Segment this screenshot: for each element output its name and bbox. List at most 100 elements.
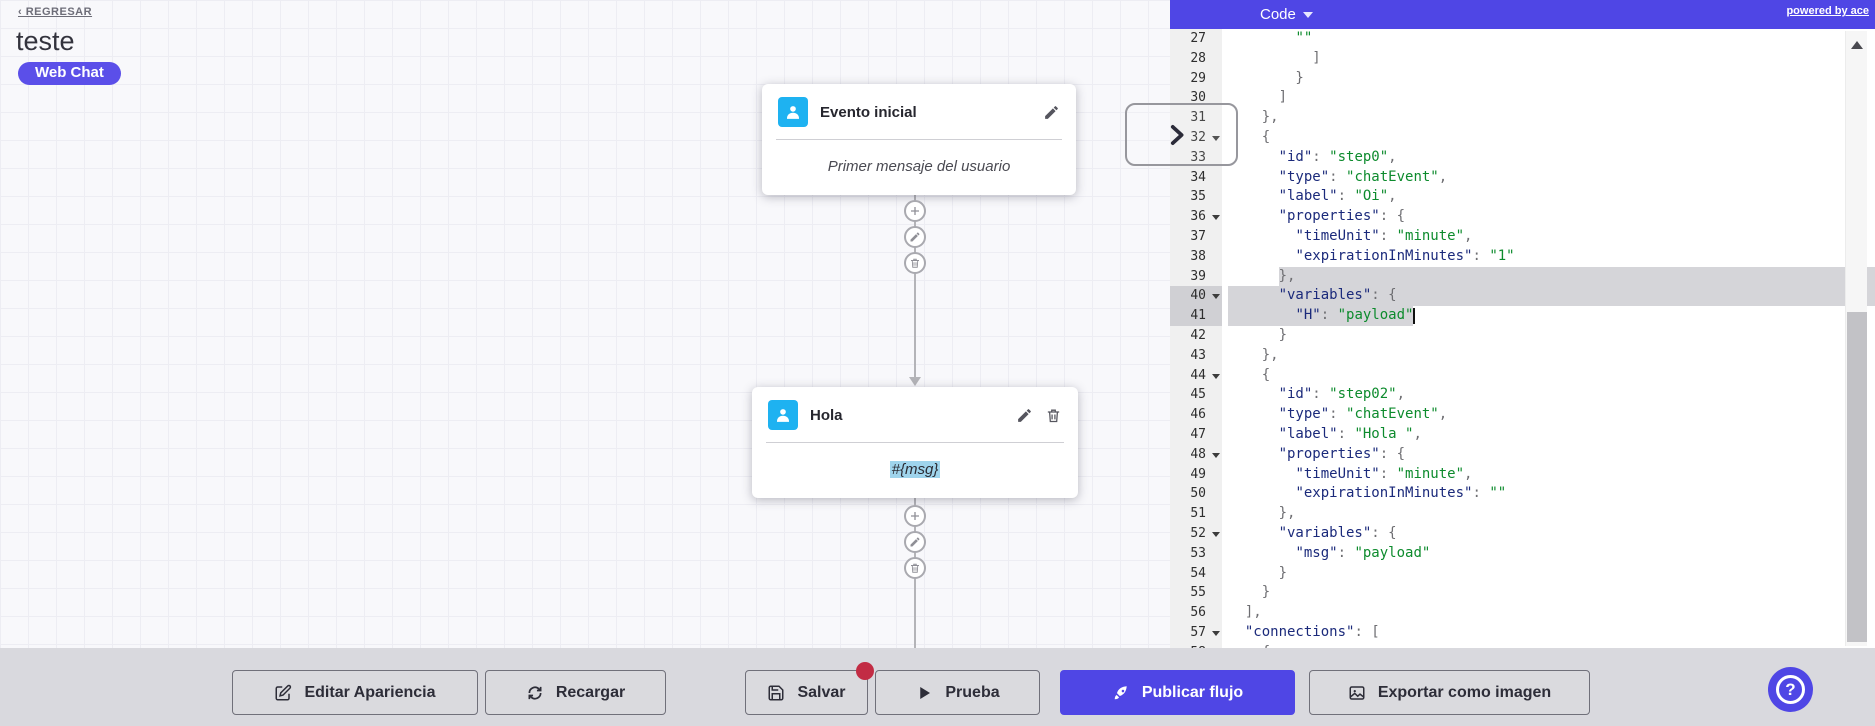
gutter-line-number[interactable]: 38 xyxy=(1190,248,1206,264)
gutter-line-number[interactable]: 42 xyxy=(1190,327,1206,343)
scrollbar-thumb[interactable] xyxy=(1847,312,1867,642)
code-line[interactable]: ] xyxy=(1228,89,1288,106)
code-line[interactable]: "timeUnit": "minute", xyxy=(1295,465,1473,482)
gutter-line-number[interactable]: 35 xyxy=(1190,189,1206,205)
code-line[interactable]: "label": "Hola ", xyxy=(1278,425,1422,442)
save-button[interactable]: Salvar xyxy=(745,670,868,715)
add-step-button[interactable] xyxy=(904,200,926,222)
code-mode-dropdown[interactable]: Code xyxy=(1260,6,1313,23)
gutter-line-number[interactable]: 34 xyxy=(1190,169,1206,185)
gutter-line-number[interactable]: 29 xyxy=(1190,70,1206,86)
flow-node-evento-inicial[interactable]: Evento inicial Primer mensaje del usuari… xyxy=(762,84,1076,195)
gutter-line-number[interactable]: 50 xyxy=(1190,486,1206,502)
gutter-line-number[interactable]: 49 xyxy=(1190,466,1206,482)
delete-node-icon[interactable] xyxy=(1045,407,1062,424)
code-line[interactable]: } xyxy=(1228,69,1304,86)
fold-toggle-icon[interactable] xyxy=(1212,630,1220,636)
gutter-line-number[interactable]: 51 xyxy=(1190,506,1206,522)
gutter-line-number[interactable]: 27 xyxy=(1190,31,1206,46)
gutter-line-number[interactable]: 52 xyxy=(1170,524,1222,544)
code-line[interactable]: }, xyxy=(1228,109,1279,126)
gutter-line-number[interactable]: 39 xyxy=(1190,268,1206,284)
code-line[interactable]: } xyxy=(1228,584,1271,601)
code-line[interactable]: } xyxy=(1228,326,1288,343)
collapse-editor-button[interactable] xyxy=(1125,103,1238,166)
code-line[interactable]: "id": "step02", xyxy=(1278,386,1406,403)
gutter-line-number[interactable]: 45 xyxy=(1190,387,1206,403)
code-line[interactable]: "variables": { xyxy=(1278,524,1397,541)
gutter-line-number[interactable]: 58 xyxy=(1170,643,1222,648)
code-lines[interactable]: "" ] } ] }, { "id": "step0", "type": "ch… xyxy=(1222,29,1875,648)
gutter-line-number[interactable]: 56 xyxy=(1190,605,1206,621)
fold-toggle-icon[interactable] xyxy=(1212,215,1220,221)
gutter-line-number[interactable]: 43 xyxy=(1190,347,1206,363)
code-line[interactable]: "properties": { xyxy=(1278,208,1406,225)
gutter-line-number[interactable]: 57 xyxy=(1170,623,1222,643)
powered-by-ace-link[interactable]: powered by ace xyxy=(1786,5,1869,17)
gutter-line-number[interactable]: 36 xyxy=(1170,207,1222,227)
test-button[interactable]: Prueba xyxy=(875,670,1040,715)
gutter-line-number[interactable]: 32 xyxy=(1170,128,1222,148)
flow-canvas[interactable]: ‹ REGRESAR teste Web Chat Evento inicial… xyxy=(0,0,1170,648)
edit-appearance-button[interactable]: Editar Apariencia xyxy=(232,670,478,715)
gutter-line-number[interactable]: 33 xyxy=(1190,149,1206,165)
add-step-button[interactable] xyxy=(904,505,926,527)
gutter-line-number[interactable]: 55 xyxy=(1190,585,1206,601)
code-line[interactable]: { xyxy=(1228,128,1271,145)
gutter-line-number[interactable]: 40 xyxy=(1170,286,1222,307)
code-line[interactable]: "" xyxy=(1295,30,1313,46)
code-line[interactable]: "timeUnit": "minute", xyxy=(1295,227,1473,244)
code-line[interactable]: "properties": { xyxy=(1278,445,1406,462)
gutter-line-number[interactable]: 30 xyxy=(1190,90,1206,106)
help-button[interactable]: ? xyxy=(1768,667,1813,712)
fold-toggle-icon[interactable] xyxy=(1212,531,1220,537)
code-line[interactable]: ], xyxy=(1228,604,1262,621)
code-line[interactable]: "id": "step0", xyxy=(1278,148,1397,165)
editor-scrollbar[interactable] xyxy=(1845,31,1867,646)
gutter-line-number[interactable]: 28 xyxy=(1190,50,1206,66)
back-link[interactable]: ‹ REGRESAR xyxy=(18,6,93,18)
gutter-line-number[interactable]: 46 xyxy=(1190,407,1206,423)
reload-button[interactable]: Recargar xyxy=(485,670,666,715)
code-line[interactable]: } xyxy=(1228,564,1288,581)
code-line[interactable]: "H": "payload" xyxy=(1228,306,1875,326)
gutter-line-number[interactable]: 47 xyxy=(1190,426,1206,442)
fold-toggle-icon[interactable] xyxy=(1212,294,1220,300)
code-line[interactable]: "type": "chatEvent", xyxy=(1278,406,1448,423)
code-line[interactable]: { xyxy=(1228,643,1875,648)
fold-toggle-icon[interactable] xyxy=(1212,452,1220,458)
delete-connection-button[interactable] xyxy=(904,252,926,274)
fold-toggle-icon[interactable] xyxy=(1212,135,1220,141)
publish-flow-button[interactable]: Publicar flujo xyxy=(1060,670,1295,715)
fold-toggle-icon[interactable] xyxy=(1212,373,1220,379)
code-line[interactable]: "label": "Oi", xyxy=(1278,188,1397,205)
gutter-line-number[interactable]: 41 xyxy=(1170,306,1222,326)
gutter-line-number[interactable]: 53 xyxy=(1190,545,1206,561)
flow-node-hola[interactable]: Hola #{msg} xyxy=(752,387,1078,498)
edit-connection-button[interactable] xyxy=(904,531,926,553)
edit-node-icon[interactable] xyxy=(1043,104,1060,121)
code-line[interactable]: }, xyxy=(1228,505,1296,522)
gutter-line-number[interactable]: 48 xyxy=(1170,445,1222,465)
gutter-line-number[interactable]: 54 xyxy=(1190,565,1206,581)
code-line[interactable]: { xyxy=(1228,366,1271,383)
code-line[interactable]: ] xyxy=(1228,49,1321,66)
gutter-line-number[interactable]: 31 xyxy=(1190,110,1206,126)
export-image-button[interactable]: Exportar como imagen xyxy=(1309,670,1590,715)
code-line[interactable]: "type": "chatEvent", xyxy=(1278,168,1448,185)
delete-connection-button[interactable] xyxy=(904,557,926,579)
gutter-line-number[interactable]: 37 xyxy=(1190,228,1206,244)
code-line[interactable]: }, xyxy=(1228,346,1279,363)
code-line[interactable]: "connections": [ xyxy=(1244,623,1380,640)
code-line[interactable]: "expirationInMinutes": "1" xyxy=(1295,247,1515,264)
gutter-line-number[interactable]: 44 xyxy=(1170,366,1222,386)
edit-connection-button[interactable] xyxy=(904,226,926,248)
scroll-up-icon[interactable] xyxy=(1851,41,1863,49)
edit-node-icon[interactable] xyxy=(1016,407,1033,424)
code-line[interactable]: }, xyxy=(1228,266,1875,287)
code-line[interactable]: "expirationInMinutes": "" xyxy=(1295,485,1507,502)
code-line[interactable]: "msg": "payload" xyxy=(1295,544,1431,561)
